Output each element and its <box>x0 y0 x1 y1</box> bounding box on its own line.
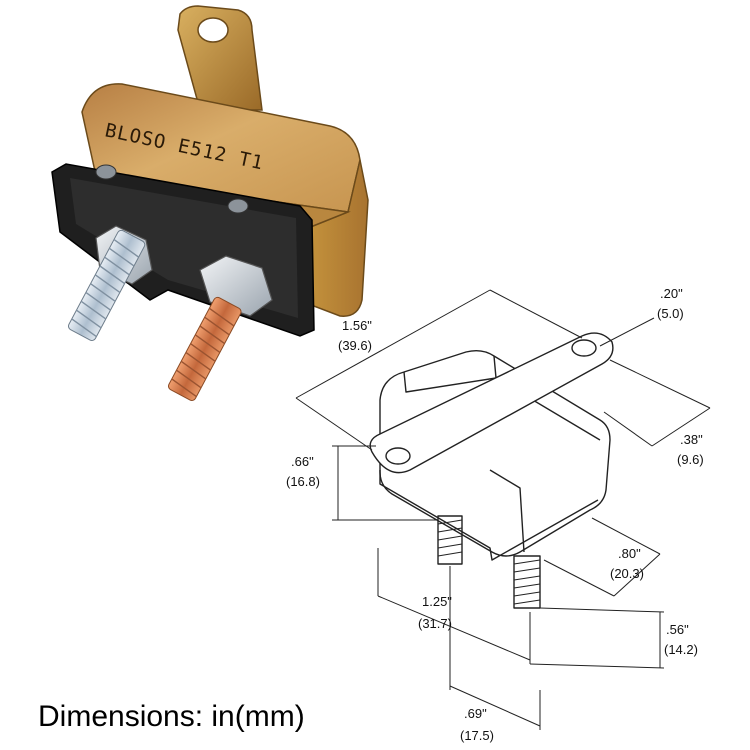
dim-length-mm: (39.6) <box>338 338 372 353</box>
dim-width-mm: (20.3) <box>610 566 644 581</box>
dim-tab-width-in: .38" <box>680 432 703 447</box>
diagram-stud <box>437 515 463 565</box>
diagram-tab <box>369 332 614 474</box>
dim-stud-length-mm: (14.2) <box>664 642 698 657</box>
dim-length-in: 1.56" <box>342 318 372 333</box>
tab-hole <box>197 17 229 43</box>
dim-tab-hole-mm: (5.0) <box>657 306 684 321</box>
dim-stud-offset-mm: (17.5) <box>460 728 494 743</box>
diagram-tab-hole <box>571 339 597 357</box>
rivet <box>95 164 117 180</box>
diagram-stud <box>513 555 541 609</box>
dim-height-mm: (16.8) <box>286 474 320 489</box>
mounting-tab <box>177 5 263 111</box>
dim-stud-spacing-in: 1.25" <box>422 594 452 609</box>
diagram-tab-hole <box>385 447 411 465</box>
dim-width-in: .80" <box>618 546 641 561</box>
dim-stud-spacing-mm: (31.7) <box>418 616 452 631</box>
dim-tab-width-mm: (9.6) <box>677 452 704 467</box>
rivet <box>227 198 249 214</box>
diagram-body <box>379 349 611 557</box>
dim-tab-hole-in: .20" <box>660 286 683 301</box>
dim-height-in: .66" <box>291 454 314 469</box>
dimensions-caption: Dimensions: in(mm) <box>38 700 305 733</box>
dimension-labels: 1.56" (39.6) .20" (5.0) .38" (9.6) .66" … <box>286 286 704 743</box>
dim-stud-length-in: .56" <box>666 622 689 637</box>
dim-stud-offset-in: .69" <box>464 706 487 721</box>
silver-stud <box>68 225 153 341</box>
copper-stud <box>168 255 273 401</box>
